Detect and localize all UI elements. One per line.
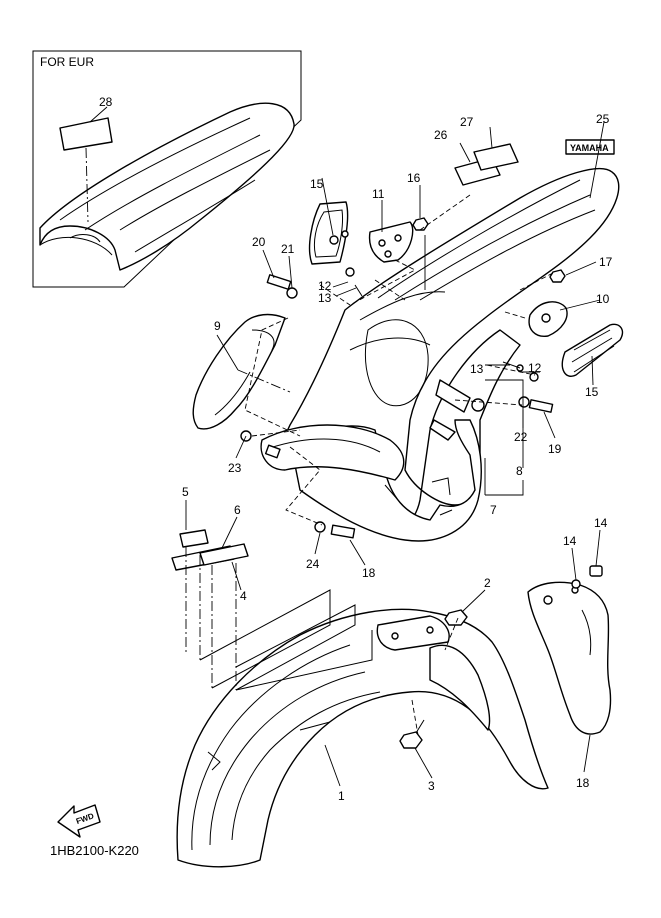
callout-25: 26 — [434, 128, 448, 142]
callout-12-right: 12 — [528, 361, 542, 375]
callout-28: 28 — [99, 95, 113, 109]
reflector-14 — [561, 323, 624, 377]
callout-20: 24 — [306, 557, 320, 571]
callout-27: 25 — [596, 112, 610, 126]
callout-22: 18 — [576, 776, 590, 790]
callout-26: 27 — [460, 115, 474, 129]
callout-12-left: 12 — [318, 279, 332, 293]
fwd-arrow-icon — [57, 804, 101, 838]
callout-18-right: 22 — [514, 430, 528, 444]
front-fender — [176, 608, 549, 868]
bracket-10 — [528, 301, 568, 337]
callout-5: 5 — [182, 485, 189, 499]
callout-1: 1 — [338, 789, 345, 803]
leader-lines — [89, 106, 605, 787]
callout-14-top: 15 — [310, 177, 324, 191]
inset-for-eur: FOR EUR — [32, 50, 302, 288]
callout-18-left: 21 — [281, 242, 295, 256]
callout-10: 10 — [596, 292, 610, 306]
callout-13-right: 13 — [470, 362, 484, 376]
fwd-arrow: FWD — [57, 804, 101, 838]
bracket-11 — [368, 221, 414, 263]
callout-13-left: 13 — [318, 291, 332, 305]
decal-4 — [199, 543, 249, 566]
callout-17: 20 — [252, 235, 266, 249]
fork-guard-body — [527, 581, 612, 735]
fork-guard — [527, 565, 612, 735]
decal-26 — [473, 143, 519, 171]
inset-title: FOR EUR — [40, 55, 94, 69]
decal-27 — [565, 139, 615, 155]
callout-23: 14 — [563, 534, 577, 548]
callout-11: 11 — [372, 187, 385, 201]
plate-bracket-14-top — [308, 201, 349, 265]
decal-28 — [59, 117, 113, 151]
callout-15-top: 16 — [407, 171, 421, 185]
callout-14-right: 15 — [585, 385, 599, 399]
decal-5 — [179, 529, 209, 548]
mud-flap-body — [260, 424, 405, 481]
callout-8: 8 — [516, 464, 523, 478]
bracket-8 — [435, 379, 471, 413]
callout-24: 14 — [594, 516, 608, 530]
callout-4: 4 — [240, 589, 247, 603]
diagram-code: 1HB2100-K220 — [50, 843, 139, 858]
rear-decals: YAMAHA — [454, 139, 615, 186]
hardware — [240, 217, 566, 539]
side-cover — [192, 313, 286, 430]
callout-3: 3 — [428, 779, 435, 793]
callout-6: 6 — [234, 503, 241, 517]
callout-19: 18 — [362, 566, 376, 580]
callout-9: 9 — [214, 319, 221, 333]
callout-21: 23 — [228, 461, 242, 475]
callout-15-right: 17 — [599, 255, 613, 269]
fender-bolts — [399, 609, 468, 749]
callout-16: 19 — [548, 442, 562, 456]
front-decals — [171, 529, 249, 571]
mud-flap — [260, 424, 405, 481]
callout-numbers: 28 15 11 16 26 27 25 20 21 12 13 17 10 1… — [99, 95, 613, 803]
side-cover-9 — [192, 313, 286, 430]
decal-27-text: YAMAHA — [570, 143, 609, 153]
seat-part — [39, 102, 295, 271]
callout-2: 2 — [484, 576, 491, 590]
callout-7: 7 — [490, 503, 497, 517]
